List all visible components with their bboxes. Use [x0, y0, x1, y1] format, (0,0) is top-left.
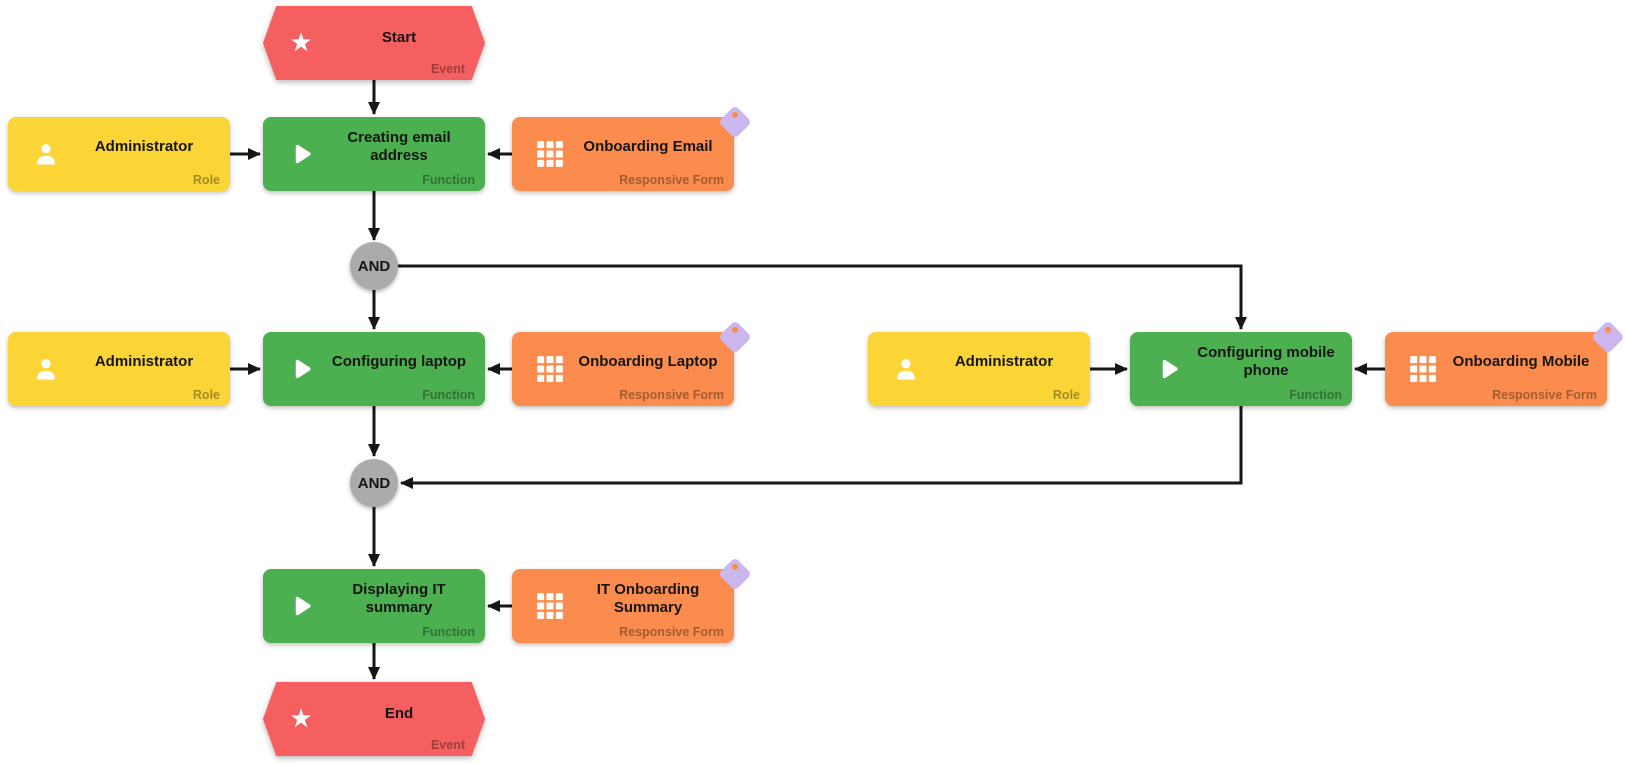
event-hexagon: ★ Start Event: [263, 6, 485, 80]
node-type-label: Responsive Form: [619, 625, 724, 639]
node-label: Onboarding Email: [583, 138, 713, 155]
node-onboarding-laptop-form[interactable]: Onboarding Laptop Responsive Form: [512, 320, 752, 406]
grid-icon: [536, 592, 564, 620]
node-label: Configuring mobile phone: [1197, 344, 1335, 379]
person-icon: [32, 140, 60, 168]
node-label: Administrator: [94, 353, 194, 370]
node-label: Administrator: [94, 138, 194, 155]
node-start-event[interactable]: ★ Start Event: [263, 6, 485, 80]
node-label: End: [384, 705, 414, 722]
node-type-label: Function: [422, 173, 475, 187]
node-it-onboarding-summary-form[interactable]: IT Onboarding Summary Responsive Form: [512, 557, 752, 643]
node-type-label: Event: [430, 738, 465, 752]
node-configuring-laptop[interactable]: Configuring laptop Function: [263, 332, 485, 406]
node-type-label: Responsive Form: [619, 388, 724, 402]
gateway-and-2[interactable]: AND: [350, 459, 398, 507]
play-icon: [287, 592, 315, 620]
node-configuring-mobile-phone[interactable]: Configuring mobile phone Function: [1130, 332, 1352, 406]
play-icon: [287, 355, 315, 383]
node-type-label: Function: [422, 625, 475, 639]
node-label: Administrator: [954, 353, 1054, 370]
grid-icon: [536, 140, 564, 168]
node-type-label: Role: [1052, 388, 1080, 402]
node-type-label: Responsive Form: [619, 173, 724, 187]
node-administrator-laptop[interactable]: Administrator Role: [8, 332, 230, 406]
node-type-label: Event: [430, 62, 465, 76]
node-displaying-it-summary[interactable]: Displaying IT summary Function: [263, 569, 485, 643]
node-administrator-mobile[interactable]: Administrator Role: [868, 332, 1090, 406]
node-label: Configuring laptop: [331, 353, 467, 370]
node-label: Start: [381, 29, 417, 46]
node-label: Displaying IT summary: [352, 581, 446, 616]
node-label: IT Onboarding Summary: [596, 581, 700, 616]
person-icon: [32, 355, 60, 383]
gateway-label: AND: [357, 474, 391, 492]
star-icon: ★: [289, 28, 313, 58]
node-type-label: Responsive Form: [1492, 388, 1597, 402]
node-type-label: Role: [192, 388, 220, 402]
node-type-label: Role: [192, 173, 220, 187]
node-onboarding-email-form[interactable]: Onboarding Email Responsive Form: [512, 105, 752, 191]
play-icon: [1154, 355, 1182, 383]
event-hexagon: ★ End Event: [263, 682, 485, 756]
node-type-label: Function: [1289, 388, 1342, 402]
node-administrator-email[interactable]: Administrator Role: [8, 117, 230, 191]
star-icon: ★: [289, 704, 313, 734]
gateway-label: AND: [357, 257, 391, 275]
node-onboarding-mobile-form[interactable]: Onboarding Mobile Responsive Form: [1385, 320, 1625, 406]
edge-func-mobile-to-and2: [400, 406, 1243, 489]
node-label: Creating email address: [347, 129, 451, 164]
gateway-and-1[interactable]: AND: [350, 242, 398, 290]
grid-icon: [536, 355, 564, 383]
person-icon: [892, 355, 920, 383]
node-creating-email-address[interactable]: Creating email address Function: [263, 117, 485, 191]
node-end-event[interactable]: ★ End Event: [263, 682, 485, 756]
play-icon: [287, 140, 315, 168]
node-label: Onboarding Laptop: [578, 353, 718, 370]
edge-and1-to-func-mobile: [398, 264, 1247, 330]
grid-icon: [1409, 355, 1437, 383]
node-type-label: Function: [422, 388, 475, 402]
node-label: Onboarding Mobile: [1452, 353, 1590, 370]
